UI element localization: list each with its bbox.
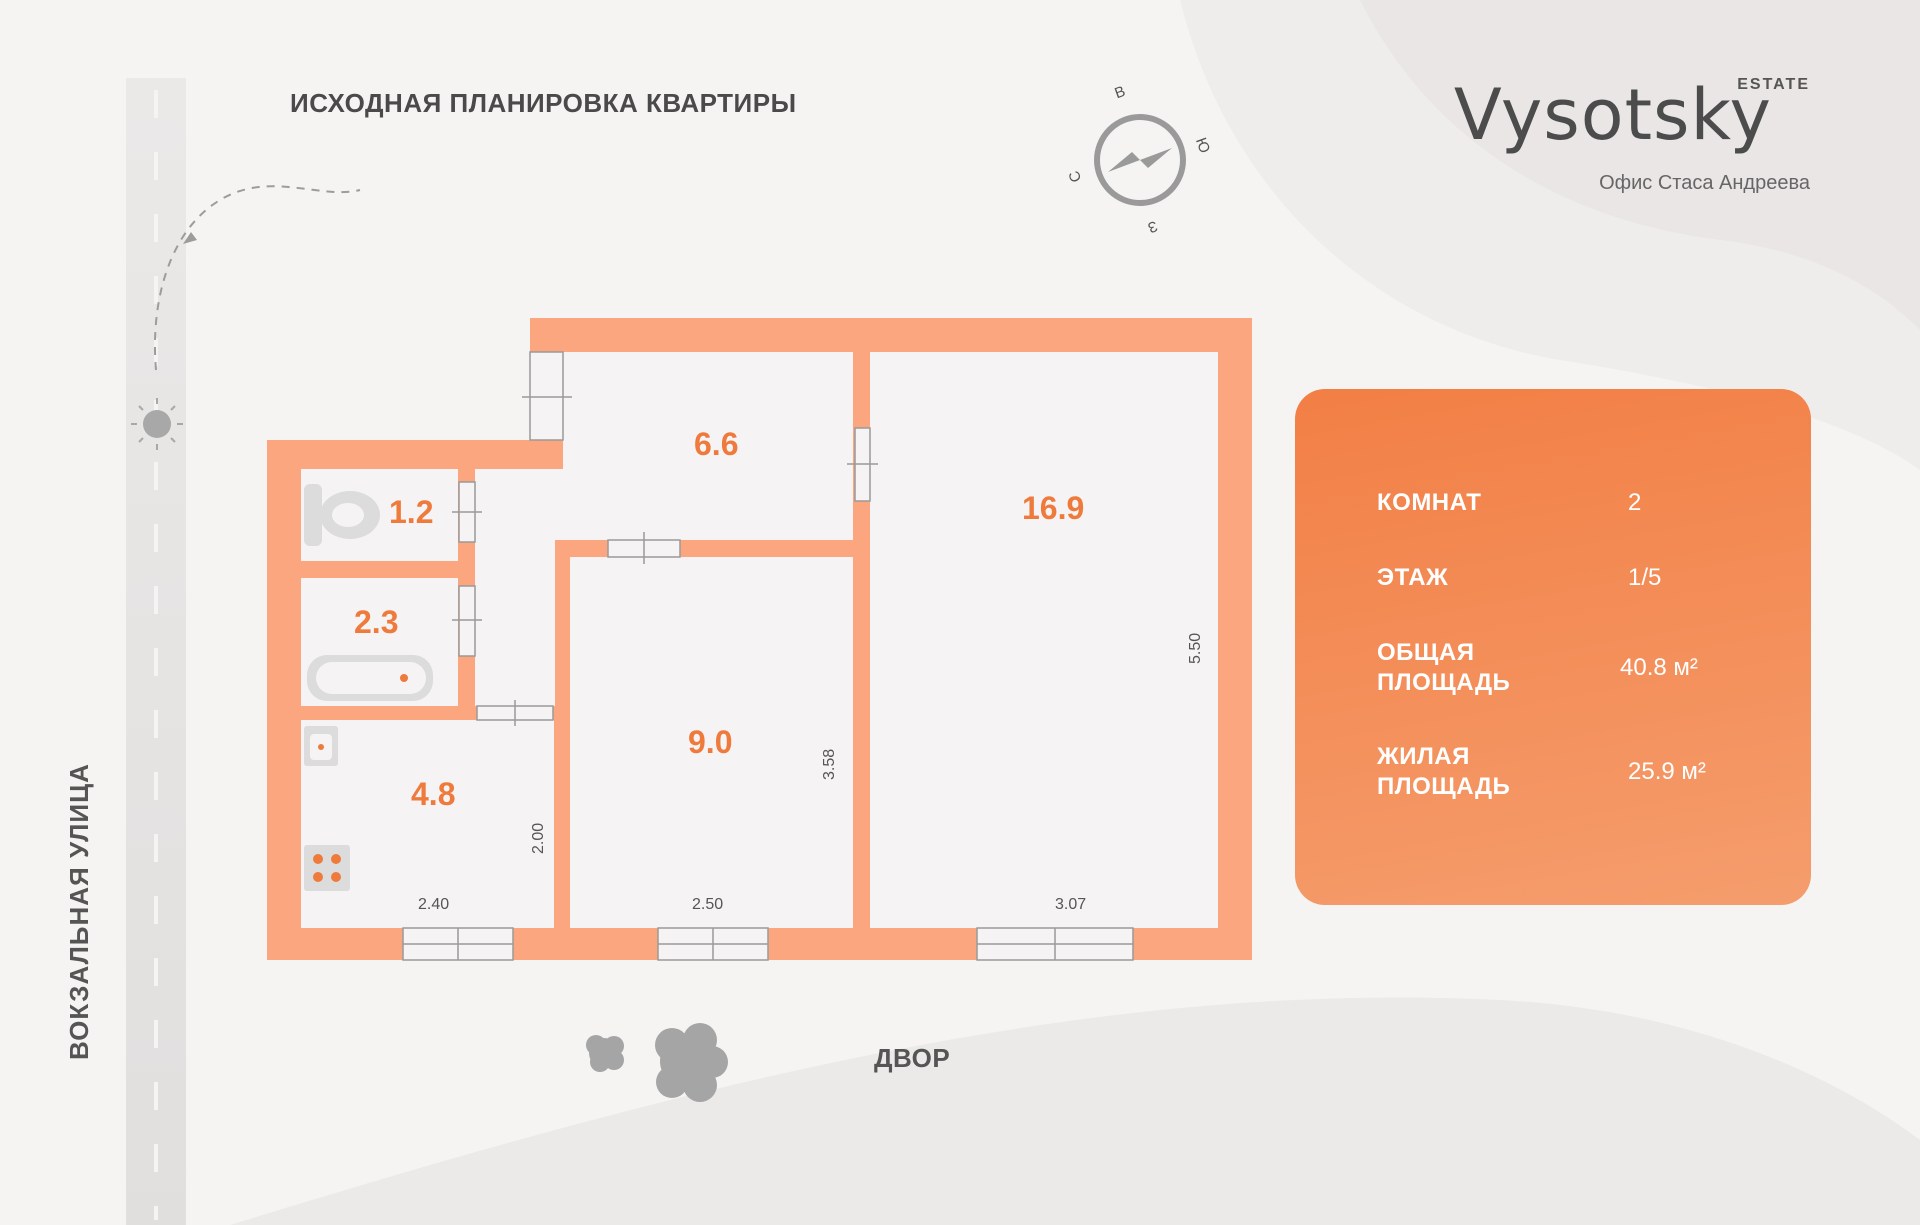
yard-label: ДВОР <box>874 1043 951 1073</box>
rooms-value: 2 <box>1628 489 1642 516</box>
area-bathroom: 2.3 <box>354 604 399 640</box>
brand-logo: Vysotsky ESTATE Офис Стаса Андреева <box>1410 72 1810 202</box>
dim-small-room-depth: 3.58 <box>821 748 838 780</box>
street-markings <box>154 90 158 1220</box>
info-card: КОМНАТ 2 ЭТАЖ 1/5 ОБЩАЯ ПЛОЩАДЬ 40.8 м² … <box>1295 389 1811 905</box>
total-area-value: 40.8 м² <box>1620 654 1698 681</box>
tree-icon <box>586 1035 624 1072</box>
room-hall <box>475 352 853 706</box>
door-entrance <box>529 351 564 441</box>
tree-icon-large <box>655 1023 728 1102</box>
area-kitchen: 4.8 <box>411 776 456 812</box>
rooms-label: КОМНАТ <box>1377 489 1482 516</box>
sink-icon <box>304 726 338 766</box>
toilet-icon <box>304 484 380 546</box>
living-area-value: 25.9 м² <box>1628 758 1706 785</box>
room-large <box>870 352 1218 928</box>
dim-small-room-width: 2.50 <box>692 896 724 913</box>
area-small-room: 9.0 <box>688 724 733 760</box>
room-kitchen <box>301 720 554 928</box>
floor-label: ЭТАЖ <box>1377 564 1449 591</box>
total-area-label-2: ПЛОЩАДЬ <box>1377 669 1511 696</box>
area-large-room: 16.9 <box>1022 490 1085 526</box>
total-area-label-1: ОБЩАЯ <box>1377 639 1475 666</box>
plan-title: ИСХОДНАЯ ПЛАНИРОВКА КВАРТИРЫ <box>290 88 797 118</box>
dim-kitchen-depth: 2.00 <box>530 822 547 854</box>
dim-large-room-width: 3.07 <box>1055 896 1087 913</box>
room-small <box>570 557 853 928</box>
brand-suffix: ESTATE <box>1737 76 1810 93</box>
bathtub-icon <box>307 655 433 701</box>
door-bathroom <box>458 585 476 657</box>
stove-icon <box>304 845 350 891</box>
living-area-label-2: ПЛОЩАДЬ <box>1377 773 1511 800</box>
dim-large-room-depth: 5.50 <box>1187 632 1204 664</box>
area-toilet: 1.2 <box>389 494 434 530</box>
living-area-label-1: ЖИЛАЯ <box>1377 743 1470 770</box>
area-hall: 6.6 <box>694 426 739 462</box>
floor-value: 1/5 <box>1628 564 1662 591</box>
brand-subtitle: Офис Стаса Андреева <box>1599 172 1810 194</box>
brand-name: Vysotsky <box>1453 74 1772 156</box>
dim-kitchen-width: 2.40 <box>418 896 450 913</box>
